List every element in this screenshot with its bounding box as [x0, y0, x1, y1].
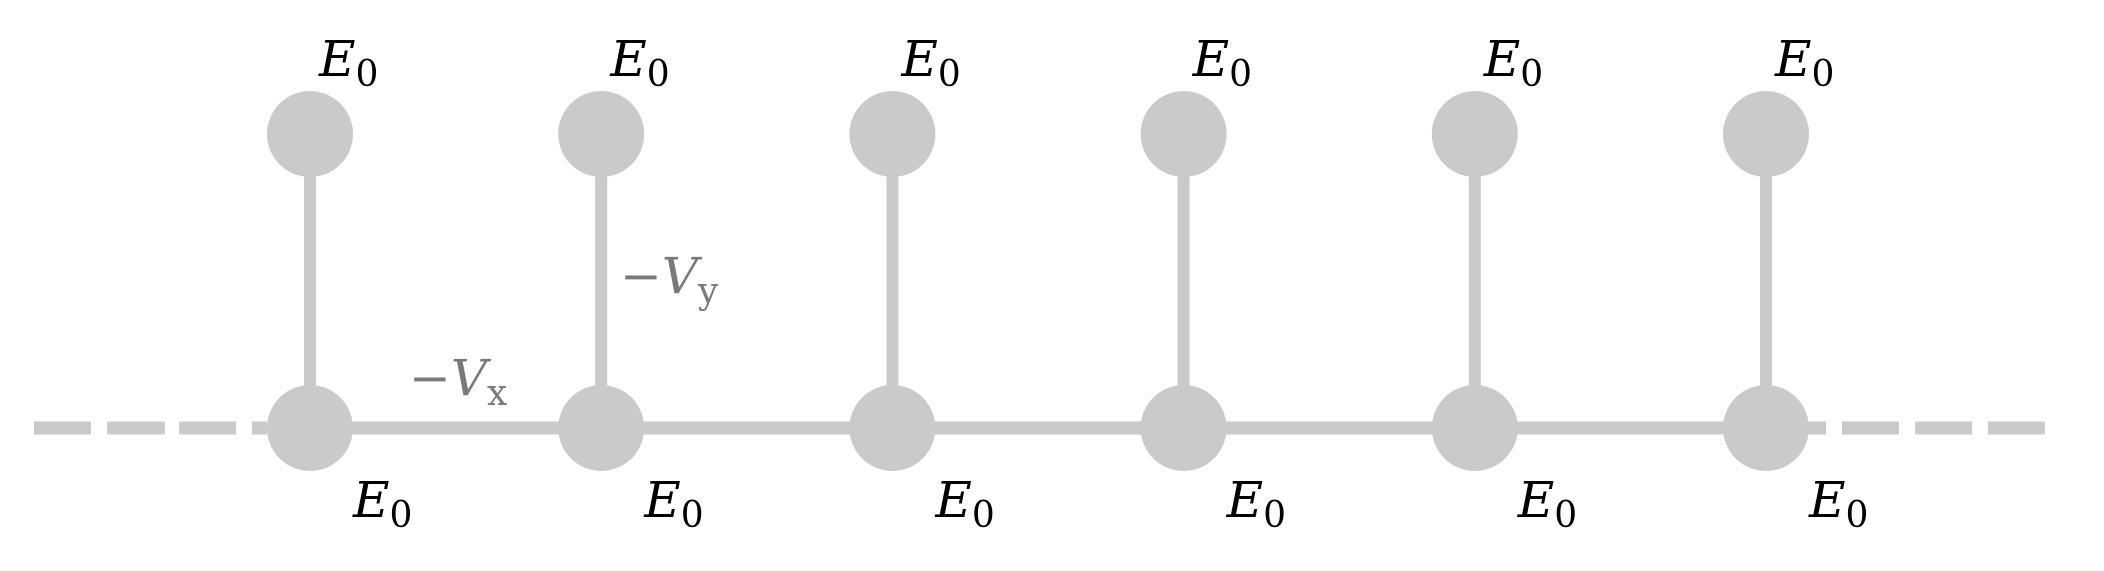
site-node-top [267, 91, 353, 177]
site-energy-label-top: E0 [1774, 30, 1834, 95]
site-energy-label-bottom: E0 [934, 471, 994, 536]
site-energy-label-top: E0 [318, 30, 378, 95]
site-node-top [849, 91, 936, 177]
site-node-bottom [1431, 385, 1518, 471]
site-energy-label-top: E0 [1483, 30, 1543, 95]
coupling-label-vy: −Vy [620, 247, 719, 312]
coupling-label-vx: −Vx [409, 349, 507, 414]
site-energy-label-bottom: E0 [1808, 471, 1868, 536]
site-node-bottom [558, 385, 645, 471]
site-energy-label-bottom: E0 [643, 471, 703, 536]
site-node-bottom [849, 385, 936, 471]
site-node-top [1431, 91, 1518, 177]
site-node-top [1140, 91, 1227, 177]
site-energy-label-top: E0 [609, 30, 669, 95]
site-energy-label-bottom: E0 [1226, 471, 1286, 536]
site-energy-label-top: E0 [900, 30, 960, 95]
site-energy-label-top: E0 [1192, 30, 1252, 95]
site-energy-label-bottom: E0 [352, 471, 412, 536]
site-node-bottom [1140, 385, 1227, 471]
site-node-top [1723, 91, 1809, 177]
site-node-bottom [267, 385, 353, 471]
site-node-bottom [1723, 385, 1809, 471]
site-node-top [558, 91, 645, 177]
site-energy-label-bottom: E0 [1517, 471, 1577, 536]
